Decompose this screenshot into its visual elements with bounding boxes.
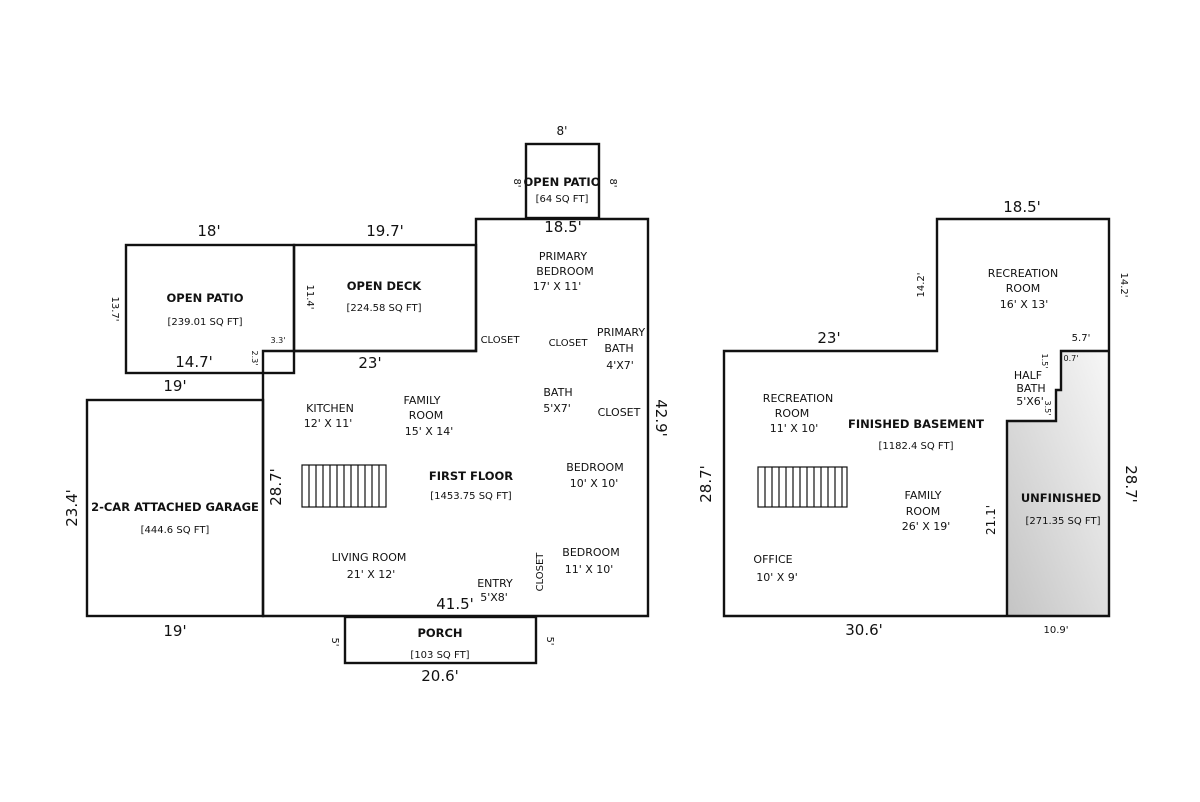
- bath-name: BATH: [543, 386, 572, 399]
- half-bath-name1: HALF: [1014, 369, 1042, 382]
- open-patio-left-dim-small2: 2.3': [250, 351, 259, 366]
- basement-dim-interior: 21.1': [984, 505, 998, 535]
- closet-label-4: CLOSET: [535, 552, 546, 592]
- open-patio-left-area: [239.01 SQ FT]: [167, 317, 242, 328]
- garage-dim-bottom: 19': [163, 622, 186, 640]
- rec-room-left-name1: RECREATION: [763, 392, 833, 405]
- basement-dim-left: 28.7': [697, 465, 715, 503]
- basement-family-room-name2: ROOM: [906, 505, 940, 518]
- bath-size: 5'X7': [543, 402, 571, 415]
- first-floor-dim-top: 18.5': [544, 218, 582, 236]
- open-patio-top-dim-left: 8': [511, 178, 522, 187]
- half-bath-walls: [1005, 349, 1109, 616]
- basement-dim-bottom: 30.6': [845, 621, 883, 639]
- first-floor-dim-bottom: 41.5': [436, 595, 474, 613]
- rec-room-top-name1: RECREATION: [988, 267, 1058, 280]
- porch-dim-bottom: 20.6': [421, 667, 459, 685]
- open-patio-left-dim-bottom: 14.7': [175, 353, 213, 371]
- first-floor-outline: [261, 217, 650, 618]
- basement-stairs: [757, 466, 848, 508]
- office-name: OFFICE: [753, 553, 792, 566]
- primary-bath-size: 4'X7': [606, 359, 634, 372]
- primary-bath-name2: BATH: [604, 342, 633, 355]
- rec-room-top-size: 16' X 13': [1000, 298, 1049, 311]
- closet-label-3: CLOSET: [598, 406, 641, 419]
- first-floor-plan: OPEN PATIO [64 SQ FT] 8' 8' 8' OPEN PATI…: [63, 124, 670, 685]
- rec-room-left-size: 11' X 10': [770, 422, 819, 435]
- living-room-name: LIVING ROOM: [332, 551, 407, 564]
- basement-title: FINISHED BASEMENT: [848, 417, 984, 431]
- basement-dim-small-c: 3.5': [1043, 401, 1052, 416]
- first-floor-stairs: [301, 464, 387, 508]
- open-patio-top-dim-top: 8': [557, 124, 568, 138]
- garage-dim-left: 23.4': [63, 489, 81, 527]
- closet-label-2: CLOSET: [549, 338, 589, 349]
- open-deck: [292, 243, 478, 353]
- porch-area: [103 SQ FT]: [410, 650, 469, 661]
- open-patio-top-area: [64 SQ FT]: [536, 194, 589, 205]
- primary-bedroom-name1: PRIMARY: [539, 250, 587, 263]
- open-patio-top-title: OPEN PATIO: [524, 175, 601, 189]
- basement-dim-left-top: 23': [817, 329, 840, 347]
- unfinished-area: [1007, 351, 1109, 616]
- family-room-size: 15' X 14': [405, 425, 454, 438]
- primary-bedroom-size: 17' X 11': [533, 280, 582, 293]
- basement-dim-bottom-right: 10.9': [1043, 625, 1068, 636]
- bedroom-1-name: BEDROOM: [566, 461, 623, 474]
- open-patio-left-dim-top: 18': [197, 222, 220, 240]
- open-deck-dim-top: 19.7': [366, 222, 404, 240]
- first-floor-area: [1453.75 SQ FT]: [430, 491, 512, 502]
- primary-bath-name1: PRIMARY: [597, 326, 645, 339]
- unfinished-area-label: [271.35 SQ FT]: [1025, 516, 1100, 527]
- half-bath-name2: BATH: [1016, 382, 1045, 395]
- kitchen-size: 12' X 11': [304, 417, 353, 430]
- porch-title: PORCH: [417, 626, 462, 640]
- basement-area: [1182.4 SQ FT]: [878, 441, 953, 452]
- basement-dim-step-right: 14.2': [1118, 272, 1129, 297]
- entry-size: 5'X8': [480, 591, 508, 604]
- open-deck-title: OPEN DECK: [347, 279, 423, 293]
- garage-dim-top: 19': [163, 377, 186, 395]
- open-deck-area: [224.58 SQ FT]: [346, 303, 421, 314]
- living-room-size: 21' X 12': [347, 568, 396, 581]
- family-room-name2: ROOM: [409, 409, 443, 422]
- entry-name: ENTRY: [477, 577, 513, 590]
- bedroom-1-size: 10' X 10': [570, 477, 619, 490]
- basement-family-room-name1: FAMILY: [905, 489, 942, 502]
- first-floor-dim-right: 42.9': [652, 399, 670, 437]
- basement-plan: 18.5' 14.2' 14.2' 23' 28.7' 30.6' 10.9' …: [697, 198, 1140, 639]
- garage-title: 2-CAR ATTACHED GARAGE: [91, 500, 259, 514]
- rec-room-left-name2: ROOM: [775, 407, 809, 420]
- first-floor-dim-left: 28.7': [267, 468, 285, 506]
- basement-dim-small-b: 1.5': [1040, 354, 1049, 369]
- family-room-name1: FAMILY: [404, 394, 441, 407]
- unfinished-title: UNFINISHED: [1021, 491, 1101, 505]
- closet-label-1: CLOSET: [481, 335, 521, 346]
- garage-area: [444.6 SQ FT]: [141, 525, 210, 536]
- basement-family-room-size: 26' X 19': [902, 520, 951, 533]
- basement-dim-right: 28.7': [1122, 465, 1140, 503]
- open-patio-left-dim-left: 13.7': [109, 296, 120, 321]
- bedroom-2-size: 11' X 10': [565, 563, 614, 576]
- kitchen-name: KITCHEN: [306, 402, 354, 415]
- open-patio-left-title: OPEN PATIO: [167, 291, 244, 305]
- porch-dim-left: 5': [329, 637, 340, 646]
- bedroom-2-name: BEDROOM: [562, 546, 619, 559]
- first-floor-dim-left-step: 23': [358, 354, 381, 372]
- basement-dim-top: 18.5': [1003, 198, 1041, 216]
- basement-dim-step-left: 14.2': [916, 272, 927, 297]
- first-floor-title: FIRST FLOOR: [429, 469, 513, 483]
- porch-dim-right: 5': [544, 636, 555, 645]
- basement-outline: [722, 217, 1111, 618]
- office-size: 10' X 9': [756, 571, 798, 584]
- half-bath-size: 5'X6': [1016, 395, 1044, 408]
- basement-dim-small-a: 0.7': [1064, 354, 1079, 363]
- open-patio-top-dim-right: 8': [607, 178, 618, 187]
- basement-dim-small-top: 5.7': [1072, 333, 1091, 344]
- rec-room-top-name2: ROOM: [1006, 282, 1040, 295]
- open-deck-dim-left: 11.4': [304, 284, 315, 309]
- open-patio-left-dim-small1: 3.3': [271, 336, 286, 345]
- primary-bedroom-name2: BEDROOM: [536, 265, 593, 278]
